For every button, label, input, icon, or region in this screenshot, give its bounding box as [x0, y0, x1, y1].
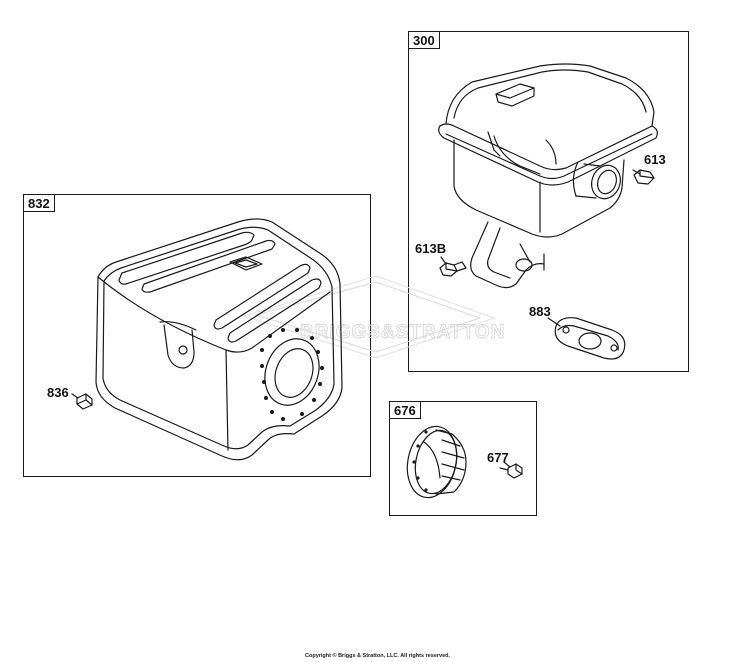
panel-676: 676 [389, 401, 537, 516]
panel-300: 300 [408, 31, 689, 372]
callout-836: 836 [47, 385, 69, 400]
leader-836 [71, 393, 79, 399]
blower-housing-drawing [76, 218, 343, 461]
brand-watermark: BRIGGS&STRATTON [243, 275, 505, 359]
callout-613: 613 [644, 152, 666, 167]
leader-677 [503, 461, 511, 468]
leader-883 [547, 317, 561, 327]
watermark-text: BRIGGS&STRATTON [300, 322, 505, 343]
muffler-drawing [438, 63, 658, 360]
spark-arrester-drawing [406, 425, 523, 499]
panel-832-label: 832 [23, 194, 55, 212]
callout-677: 677 [487, 450, 509, 465]
copyright-notice: Copyright © Briggs & Stratton, LLC. All … [305, 653, 451, 659]
callout-883: 883 [529, 304, 551, 319]
leader-613b [440, 256, 447, 265]
panel-300-label: 300 [408, 31, 440, 49]
panel-832: 832 [23, 194, 371, 477]
callout-613b: 613B [415, 241, 447, 256]
leader-613 [632, 169, 641, 175]
panel-676-label: 676 [389, 401, 421, 419]
